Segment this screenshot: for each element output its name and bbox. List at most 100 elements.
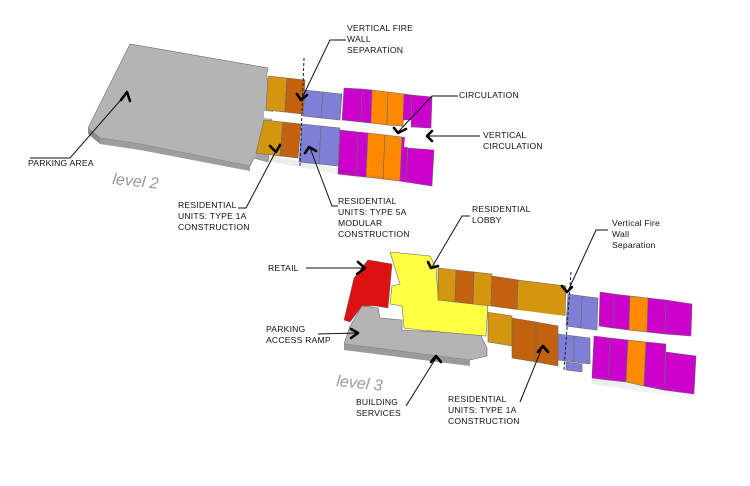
unit [580,295,599,331]
unit [664,299,693,337]
unit [320,91,343,121]
label-line: RESIDENTIAL [178,200,237,210]
label-line: PARKING AREA [28,158,94,168]
unit [573,335,591,365]
label-line: BUILDING [356,397,398,407]
level-2-label: level 2 [112,171,160,193]
leader-type1a-l2 [238,150,277,209]
unit [472,271,493,307]
label-line: RESIDENTIAL [338,196,397,206]
label-line: CONSTRUCTION [338,229,410,239]
unit [365,132,386,180]
leader-fire-wall-l2 [301,39,346,99]
unit [643,341,667,391]
leader-building-services [405,357,437,407]
unit [360,88,373,124]
leader-type1a-l3 [519,347,543,403]
unit [405,147,435,187]
residential-units-level-2 [337,87,435,187]
unit [318,125,341,167]
label-line: CONSTRUCTION [448,416,520,426]
label-line: UNITS: TYPE 1A [178,211,247,221]
label-line: RESIDENTIAL [472,204,531,214]
parking-area-side [88,128,100,144]
unit [437,267,457,303]
arrow-parking-ramp [349,327,360,340]
unit [612,293,631,331]
corridor-level-2 [264,111,424,134]
label-line: SEPARATION [347,45,403,55]
type-1a-units-level-2 [255,75,306,159]
type-5a-units-level-3 [557,293,599,373]
arrow-residential-lobby [426,260,440,270]
unit [370,89,389,126]
leader-parking-ramp [317,332,358,335]
leader-residential-lobby [431,215,470,268]
unit [646,297,667,335]
unit [487,311,513,347]
level-3-shadow [592,378,694,400]
label-line: Separation [612,240,656,250]
label-line: CIRCULATION [483,141,543,151]
label-circulation: CIRCULATION [459,90,519,100]
arrow-building-services [429,354,443,364]
vertical-circulation-core [673,340,694,354]
unit [298,123,322,165]
label-parking-area: PARKING AREA [28,158,94,168]
residential-lobby-block [389,251,489,337]
unit [490,275,519,311]
unit [279,121,302,159]
label-line: Wall [612,229,629,239]
leader-type5a-l2 [309,147,338,207]
label-line: UNITS: TYPE 5A [338,207,407,217]
arrow-fire-wall-l3 [560,284,574,294]
unit [402,93,413,121]
parking-area-front [100,138,250,171]
arrow-circulation [392,126,408,135]
label-line: CONSTRUCTION [178,222,250,232]
vertical-circulation-core [404,136,420,148]
unit [386,91,405,127]
label-line: ACCESS RAMP [266,335,331,345]
unit [535,321,559,367]
label-line: Vertical Fire [612,218,660,228]
unit [607,337,629,383]
label-retail: RETAIL [268,263,299,273]
label-line: LOBBY [472,215,502,225]
arrow-vertical-circulation [425,129,434,143]
unit [625,339,647,387]
level-3-plan [343,251,697,400]
leader-parking-area [30,93,127,159]
retail-block [343,259,393,323]
label-line: VERTICAL FIRE [347,23,413,33]
leader-fire-wall-l3 [567,229,608,292]
unit [410,94,433,129]
label-line: UNITS: TYPE 1A [448,405,517,415]
label-line: CIRCULATION [459,90,519,100]
leader-circulation [397,95,458,133]
arrow-retail [355,260,367,276]
label-line: PARKING [266,324,306,334]
unit [628,295,649,333]
unit [598,291,615,329]
residential-units-level-3 [591,291,697,395]
label-line: MODULAR [338,218,382,228]
label-line: SERVICES [356,408,401,418]
label-line: RETAIL [268,263,299,273]
unit [511,317,537,363]
unit [454,269,475,305]
unit [591,335,611,381]
unit [382,134,403,182]
level-3-label: level 3 [336,373,384,395]
